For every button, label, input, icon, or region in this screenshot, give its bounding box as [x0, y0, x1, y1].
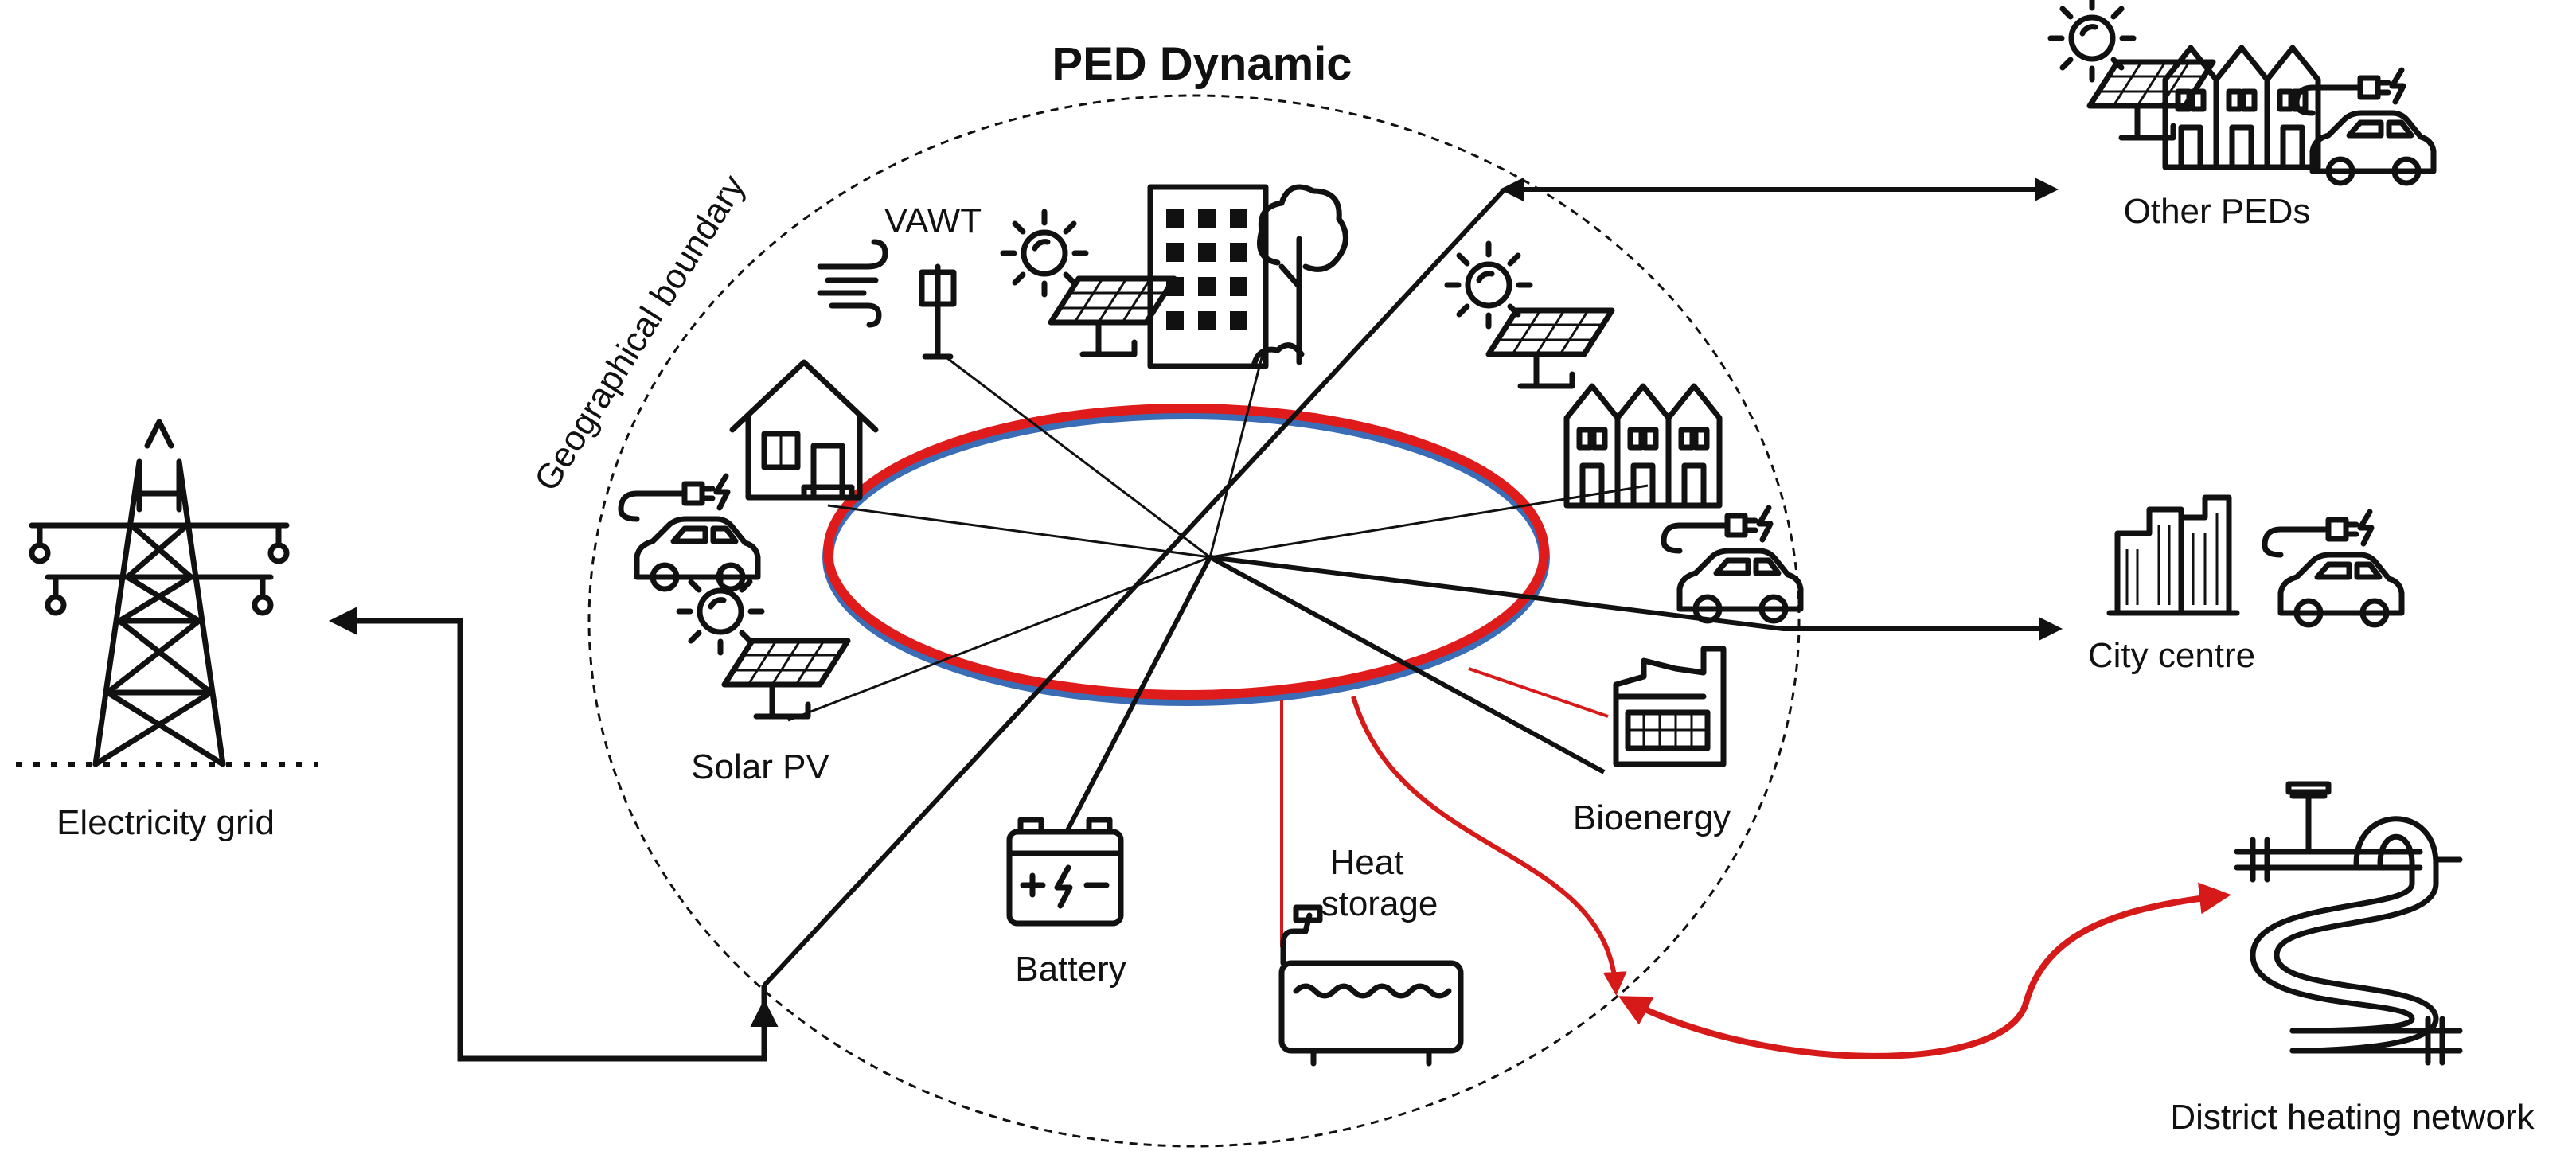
house-icon: [729, 359, 879, 501]
tree-icon: [1251, 184, 1348, 369]
electric-car-icon: [621, 476, 758, 589]
wind-icon: [817, 239, 888, 328]
vawt-label: VAWT: [884, 201, 982, 240]
sun-icon: [2051, 0, 2133, 80]
factory-icon: [1613, 646, 1727, 767]
electric-car-icon: [1664, 508, 1801, 621]
solar-pv-label: Solar PV: [691, 747, 829, 786]
sun-icon: [1447, 244, 1530, 326]
wind-turbine-icon: [919, 263, 957, 360]
boundary-label: Geographical boundary: [527, 168, 753, 497]
district-heating-label: District heating network: [2170, 1098, 2535, 1137]
city-centre-label: City centre: [2088, 636, 2255, 675]
internal-links: [787, 341, 1649, 833]
other-peds-label: Other PEDs: [2124, 192, 2311, 231]
apartment-building-icon: [1147, 184, 1269, 369]
city-buildings-icon: [2106, 494, 2240, 616]
solar-panel-icon: [1051, 279, 1174, 354]
electricity-grid-label: Electricity grid: [57, 803, 275, 842]
electric-ring: [823, 404, 1549, 700]
geographical-boundary: [587, 94, 1801, 1148]
district-heating-pipes-icon: [2234, 781, 2463, 1066]
transmission-tower-icon: [16, 419, 318, 767]
heat-storage-label-2: storage: [1321, 884, 1438, 923]
bioenergy-label: Bioenergy: [1573, 798, 1731, 837]
heat-links: [1280, 667, 2231, 1059]
diagram-title: PED Dynamic: [1052, 38, 1352, 90]
battery-icon: [1006, 817, 1124, 927]
electric-car-icon: [2265, 512, 2402, 625]
heat-storage-tank-icon: [1278, 904, 1464, 1067]
battery-label: Battery: [1015, 950, 1126, 989]
heat-storage-label-1: Heat: [1330, 843, 1404, 882]
solar-panel-icon: [1489, 310, 1612, 386]
